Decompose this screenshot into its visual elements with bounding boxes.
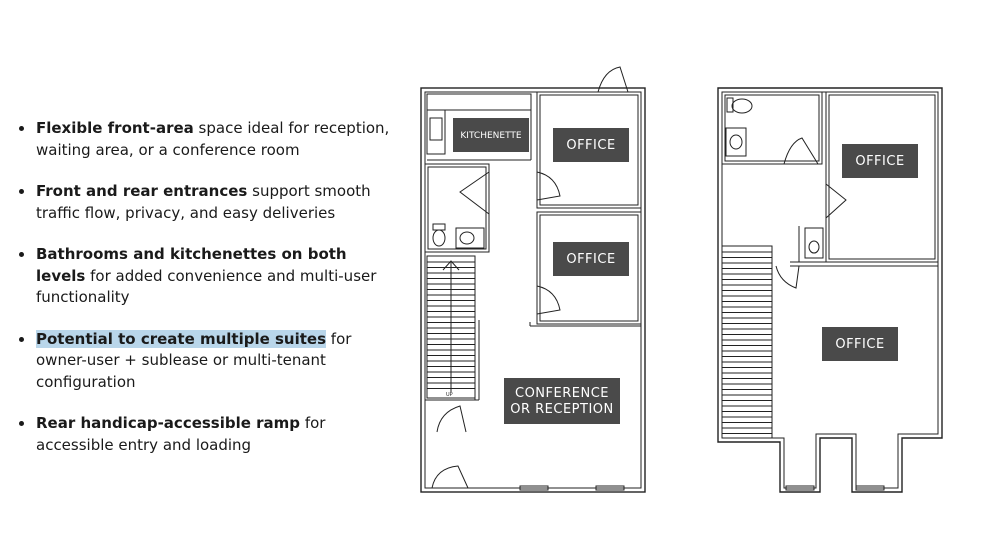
stair-label: UP — [446, 392, 453, 398]
bath-door — [783, 137, 819, 165]
office-door — [775, 265, 800, 289]
kitchenette-label: KITCHENETTE — [460, 131, 522, 141]
office-wall-inner — [539, 214, 639, 322]
stairs — [721, 245, 773, 439]
office-label-box — [553, 128, 629, 162]
list-item: Bathrooms and kitchenettes on both level… — [16, 244, 396, 309]
office-door — [536, 285, 561, 315]
stair-arrow-head — [442, 260, 460, 271]
office-label-box — [842, 144, 918, 178]
conference-label-line2: OR RECEPTION — [510, 402, 614, 417]
list-item: Flexible front-area space ideal for rece… — [16, 118, 396, 161]
bathroom-wall — [721, 91, 823, 165]
list-item: Front and rear entrances support smooth … — [16, 181, 396, 224]
bullet-bold: Front and rear entrances — [36, 182, 248, 200]
bath-sink — [729, 134, 743, 150]
toilet-tank — [432, 223, 446, 231]
window — [595, 485, 625, 491]
stair-door — [436, 405, 467, 433]
bath-sink — [459, 231, 475, 245]
office-wall — [536, 91, 642, 209]
kitchen-sink-counter — [804, 227, 824, 259]
floor-plan-lower: UP KITCHENETTE OFFICE OFFICE CONFERENCE … — [420, 66, 646, 493]
bath-door — [459, 171, 490, 215]
bathroom-wall-inner — [427, 166, 487, 250]
office-door — [825, 183, 847, 219]
office-label: OFFICE — [835, 337, 884, 352]
outer-wall — [420, 87, 646, 493]
bullet-text: for added convenience and multi-user fun… — [36, 266, 377, 307]
conference-label-box — [504, 378, 620, 424]
bath-sink-counter — [455, 227, 485, 249]
bullet-bold: Bathrooms and kitchenettes on both level… — [36, 245, 347, 285]
kitchenette-label-box — [453, 118, 529, 152]
feature-list: Flexible front-area space ideal for rece… — [16, 118, 396, 476]
rear-door — [431, 465, 469, 489]
list-item: Potential to create multiple suites for … — [16, 329, 396, 394]
bullet-bold-highlighted: Potential to create multiple suites — [36, 329, 327, 348]
toilet — [432, 229, 446, 247]
office-label: OFFICE — [566, 138, 615, 153]
kitchen-sink — [808, 240, 820, 254]
office-door — [536, 171, 561, 201]
kitchen-sink — [429, 117, 443, 141]
office-wall — [825, 91, 939, 263]
bullet-bold: Flexible front-area — [36, 119, 194, 137]
window — [855, 485, 885, 491]
bullet-text: for owner-user + sublease or multi-tenan… — [36, 329, 352, 391]
toilet-tank — [726, 97, 734, 113]
bullet-text: space ideal for reception, waiting area,… — [36, 119, 390, 159]
kitchen-sink-counter — [426, 109, 446, 155]
window — [519, 485, 549, 491]
office-label-box — [553, 242, 629, 276]
bullet-text: support smooth traffic flow, privacy, an… — [36, 182, 371, 222]
outer-wall-inner — [721, 91, 939, 489]
office-wall-inner — [828, 94, 936, 260]
office-wall — [536, 211, 642, 325]
bullet-bold: Rear handicap-accessible ramp — [36, 414, 301, 432]
front-door — [597, 66, 629, 93]
kitchen-counter — [426, 93, 532, 111]
list-item: Rear handicap-accessible ramp for access… — [16, 413, 396, 456]
bathroom-wall — [424, 163, 490, 253]
conference-label-line1: CONFERENCE — [515, 386, 609, 401]
bath-sink-counter — [725, 127, 747, 157]
office-wall-inner — [539, 94, 639, 206]
office-label: OFFICE — [566, 252, 615, 267]
outer-wall — [717, 87, 943, 493]
bathroom-wall-inner — [724, 94, 820, 162]
office-label-box — [822, 327, 898, 361]
stair-treads — [722, 251, 772, 434]
office-label: OFFICE — [855, 154, 904, 169]
bullet-text: for accessible entry and loading — [36, 414, 326, 454]
toilet — [731, 98, 753, 114]
window — [785, 485, 815, 491]
floor-plan-upper: OFFICE OFFICE — [717, 87, 943, 493]
